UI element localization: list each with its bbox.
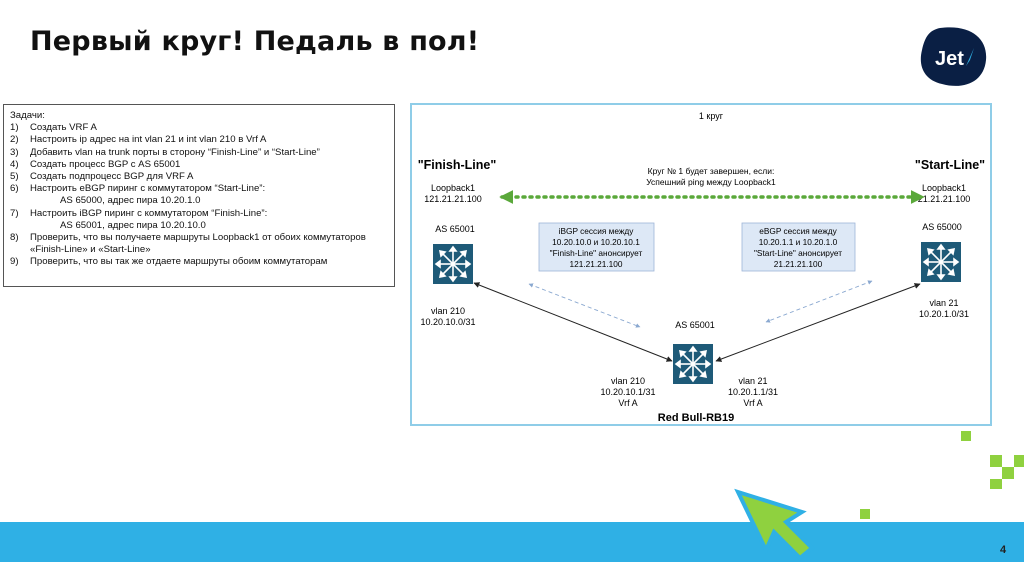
ebgp-line-3: "Start-Line" анонсирует — [754, 248, 842, 258]
start-loopback-ip: 21.21.21.100 — [918, 194, 971, 204]
task-item: 4) Создать процесс BGP с AS 65001 — [10, 159, 388, 171]
bottom-accent-bar — [0, 522, 1024, 562]
task-text: Настроить ip адрес на int vlan 21 и int … — [30, 134, 267, 146]
tasks-list: 1) Создать VRF A 2) Настроить ip адрес на … — [10, 122, 388, 268]
round-label: 1 круг — [699, 111, 724, 121]
task-number: 8) — [10, 232, 19, 244]
task-text: Создать процесс BGP с AS 65001 — [30, 158, 181, 170]
ibgp-session-link — [528, 283, 641, 328]
task-number: 3) — [10, 146, 19, 158]
task-subtext: AS 65000, адрес пира 10.20.1.0 — [60, 195, 201, 207]
ebgp-note-box — [741, 222, 856, 272]
task-number: 1) — [10, 122, 19, 134]
center-right-ip: 10.20.1.1/31 — [728, 387, 778, 397]
green-pixel-squares — [860, 431, 1024, 519]
finish-loopback-label: Loopback1 — [431, 183, 475, 193]
ibgp-line-3: "Finish-Line" анонсирует — [550, 248, 643, 258]
task-item: 9) Проверить, что вы так же отдаете маршр… — [10, 256, 388, 268]
start-loopback-label: Loopback1 — [922, 183, 966, 193]
finish-loopback-ip: 121.21.21.100 — [424, 194, 482, 204]
tasks-header: Задачи: — [10, 110, 45, 121]
ebgp-line-2: 10.20.1.1 и 10.20.1.0 — [759, 237, 838, 247]
finish-as: AS 65001 — [435, 224, 475, 234]
network-diagram: 1 круг "Finish-Line" Loopback1 121.21.21… — [418, 111, 985, 424]
condition-line-2: Успешний ping между Loopback1 — [646, 177, 776, 187]
task-item: 5) Создать подпроцесс BGP для VRF A — [10, 171, 388, 183]
link-start-to-center — [715, 283, 921, 362]
logo-text: Jet — [935, 48, 964, 70]
ebgp-line-1: eBGP сессия между — [759, 226, 837, 236]
task-item: 2) Настроить ip адрес на int vlan 21 и in… — [10, 134, 388, 146]
task-number: 7) — [10, 207, 19, 219]
center-as: AS 65001 — [675, 320, 715, 330]
center-left-vrf: Vrf A — [618, 398, 637, 408]
start-as: AS 65000 — [922, 222, 962, 232]
ibgp-line-1: iBGP сессия между — [559, 226, 635, 236]
task-text: Создать подпроцесс BGP для VRF A — [30, 171, 194, 183]
finish-line-name: "Finish-Line" — [418, 158, 497, 172]
finish-line-switch-icon — [432, 243, 474, 285]
task-text: Добавить vlan на trunk порты в сторону “… — [30, 146, 320, 158]
finish-vlan: vlan 210 — [431, 306, 465, 316]
task-text: Создать VRF A — [30, 122, 97, 134]
start-line-name: "Start-Line" — [915, 158, 985, 172]
center-right-vlan: vlan 21 — [738, 376, 767, 386]
page-number: 4 — [1000, 544, 1007, 556]
task-text: Проверить, что вы получаете маршруты Loo… — [30, 232, 366, 256]
task-item: 6) Настроить eBGP пиринг с коммутатором “… — [10, 183, 388, 207]
task-number: 5) — [10, 171, 19, 183]
start-line-switch-icon — [920, 241, 962, 283]
task-number: 6) — [10, 183, 19, 195]
center-switch-name: Red Bull-RB19 — [658, 412, 734, 424]
task-item: 7) Настроить iBGP пиринг с коммутатором “… — [10, 208, 388, 232]
center-left-vlan: vlan 210 — [611, 376, 645, 386]
ebgp-line-4: 21.21.21.100 — [774, 259, 823, 269]
finish-vlan-net: 10.20.10.0/31 — [420, 317, 475, 327]
task-item: 3) Добавить vlan на trunk порты в сторону… — [10, 147, 388, 159]
task-item: 1) Создать VRF A — [10, 122, 388, 134]
task-text: Настроить eBGP пиринг с коммутатором “St… — [30, 183, 266, 195]
red-bull-switch-icon — [672, 343, 714, 385]
task-subtext: AS 65001, адрес пира 10.20.10.0 — [60, 219, 206, 231]
task-number: 4) — [10, 158, 19, 170]
center-right-vrf: Vrf A — [743, 398, 762, 408]
ibgp-line-4: 121.21.21.100 — [569, 259, 622, 269]
task-number: 9) — [10, 256, 19, 268]
task-text: Настроить iBGP пиринг с коммутатором “Fi… — [30, 207, 268, 219]
task-item: 8) Проверить, что вы получаете маршруты L… — [10, 232, 388, 256]
slide-title: Первый круг! Педаль в пол! — [30, 26, 480, 57]
task-number: 2) — [10, 134, 19, 146]
center-left-ip: 10.20.10.1/31 — [600, 387, 655, 397]
task-text: Проверить, что вы так же отдаете маршрут… — [30, 256, 328, 268]
condition-line-1: Круг № 1 будет завершен, если: — [648, 166, 775, 176]
ebgp-session-link — [765, 280, 873, 323]
jet-logo: Jet — [920, 27, 987, 86]
start-vlan-net: 10.20.1.0/31 — [919, 309, 969, 319]
tasks-box: Задачи: 1) Создать VRF A 2) Настроить ip а… — [3, 104, 395, 287]
start-vlan: vlan 21 — [929, 298, 958, 308]
ibgp-line-2: 10.20.10.0 и 10.20.10.1 — [552, 237, 640, 247]
ibgp-note-box — [538, 222, 655, 272]
link-finish-to-center — [473, 282, 673, 362]
